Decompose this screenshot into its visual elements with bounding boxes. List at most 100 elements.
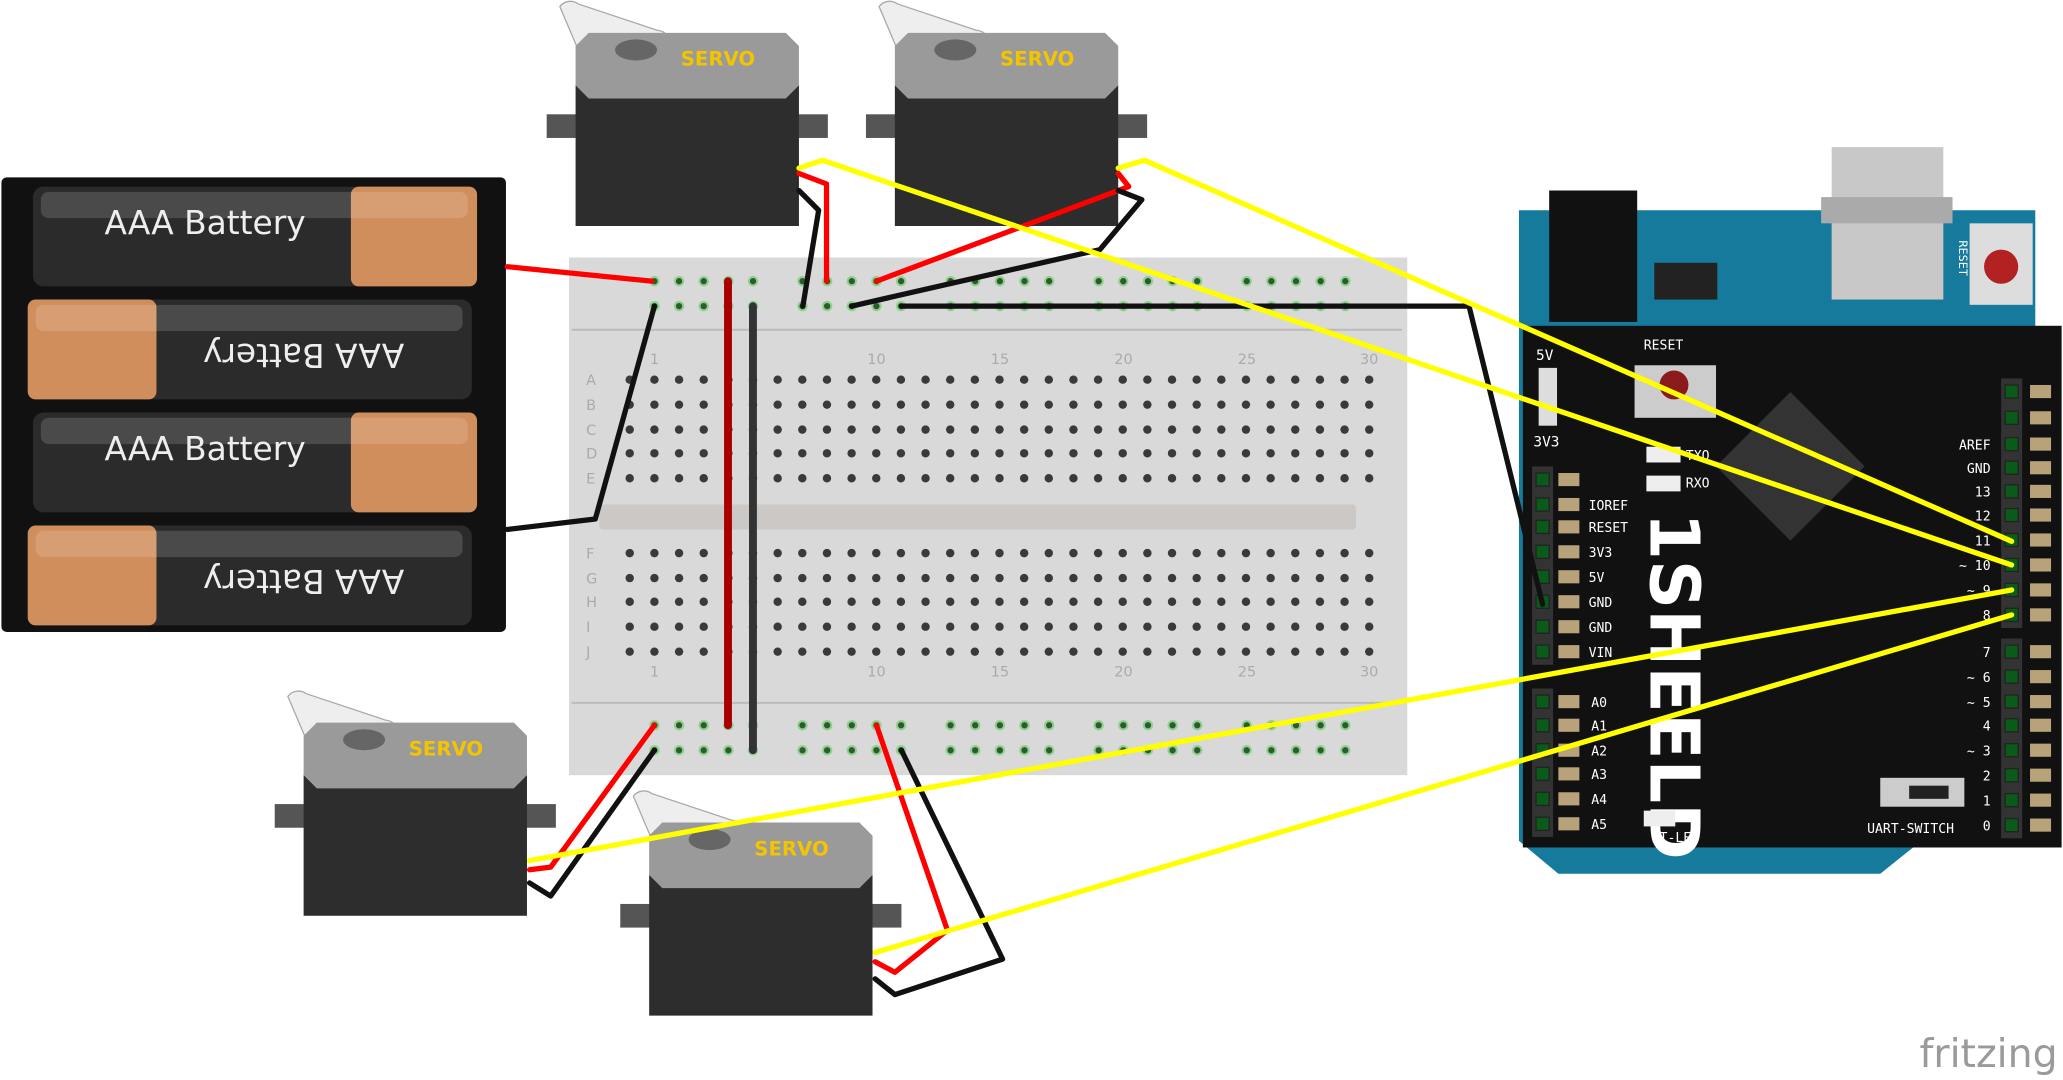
- breadboard-hole[interactable]: [650, 449, 659, 458]
- breadboard-hole[interactable]: [822, 548, 832, 558]
- header-pin[interactable]: [1535, 694, 1550, 709]
- header-pin[interactable]: [2004, 410, 2019, 426]
- header-pin[interactable]: [2004, 817, 2019, 833]
- breadboard-hole[interactable]: [1093, 449, 1103, 458]
- breadboard-hole[interactable]: [674, 548, 684, 558]
- breadboard-hole[interactable]: [773, 647, 782, 656]
- header-pin[interactable]: [1535, 766, 1550, 782]
- breadboard-hole[interactable]: [1266, 400, 1275, 409]
- breadboard-hole[interactable]: [699, 622, 708, 631]
- breadboard-hole[interactable]: [1266, 622, 1275, 631]
- header-pin[interactable]: [1535, 718, 1550, 733]
- breadboard-hole[interactable]: [945, 400, 955, 409]
- breadboard-hole[interactable]: [1340, 400, 1349, 409]
- breadboard-hole[interactable]: [970, 474, 980, 483]
- breadboard-hole[interactable]: [674, 375, 684, 384]
- breadboard-hole[interactable]: [1340, 597, 1349, 606]
- breadboard-hole[interactable]: [1093, 573, 1103, 583]
- breadboard-hole[interactable]: [896, 474, 906, 483]
- header-pin[interactable]: [2004, 460, 2019, 475]
- breadboard-hole[interactable]: [1044, 548, 1053, 558]
- breadboard-hole[interactable]: [847, 597, 856, 606]
- breadboard-hole[interactable]: [625, 449, 634, 458]
- breadboard-hole[interactable]: [1340, 573, 1349, 583]
- breadboard-hole[interactable]: [1118, 474, 1127, 483]
- breadboard-hole[interactable]: [822, 647, 832, 656]
- breadboard-hole[interactable]: [1365, 597, 1374, 606]
- breadboard-hole[interactable]: [1241, 647, 1251, 656]
- header-pin[interactable]: [2004, 718, 2019, 733]
- breadboard-hole[interactable]: [1093, 474, 1103, 483]
- breadboard-hole[interactable]: [1291, 573, 1300, 583]
- breadboard-hole[interactable]: [945, 597, 955, 606]
- breadboard-hole[interactable]: [970, 622, 980, 631]
- breadboard-hole[interactable]: [1340, 548, 1349, 558]
- breadboard-hole[interactable]: [921, 474, 930, 483]
- wire-servo1-signal-pin10[interactable]: [796, 157, 2015, 568]
- breadboard-hole[interactable]: [1167, 474, 1177, 483]
- breadboard-hole[interactable]: [798, 573, 807, 583]
- breadboard-hole[interactable]: [798, 400, 807, 409]
- breadboard-hole[interactable]: [822, 622, 832, 631]
- header-pin[interactable]: [2004, 436, 2019, 452]
- breadboard-hole[interactable]: [921, 425, 930, 434]
- breadboard-hole[interactable]: [1118, 647, 1127, 656]
- breadboard-hole[interactable]: [896, 622, 906, 631]
- breadboard-hole[interactable]: [921, 573, 930, 583]
- breadboard-hole[interactable]: [1315, 548, 1325, 558]
- breadboard-hole[interactable]: [1143, 375, 1152, 384]
- breadboard-hole[interactable]: [1266, 375, 1275, 384]
- header-pin[interactable]: [2004, 767, 2019, 783]
- breadboard-hole[interactable]: [1143, 622, 1152, 631]
- breadboard-hole[interactable]: [970, 400, 980, 409]
- breadboard-hole[interactable]: [625, 597, 634, 606]
- breadboard-hole[interactable]: [1291, 425, 1300, 434]
- breadboard-hole[interactable]: [921, 400, 930, 409]
- breadboard-hole[interactable]: [1044, 449, 1053, 458]
- breadboard-hole[interactable]: [1069, 548, 1078, 558]
- breadboard-hole[interactable]: [1365, 449, 1374, 458]
- breadboard-hole[interactable]: [1291, 647, 1300, 656]
- breadboard-hole[interactable]: [995, 425, 1004, 434]
- breadboard-hole[interactable]: [1118, 622, 1127, 631]
- wire-servo2-ground[interactable]: [848, 187, 1145, 309]
- breadboard-hole[interactable]: [1069, 647, 1078, 656]
- breadboard-hole[interactable]: [1044, 573, 1053, 583]
- breadboard-hole[interactable]: [1266, 425, 1275, 434]
- breadboard-hole[interactable]: [650, 400, 659, 409]
- breadboard-hole[interactable]: [1241, 573, 1251, 583]
- breadboard-hole[interactable]: [1266, 449, 1275, 458]
- breadboard-hole[interactable]: [872, 425, 881, 434]
- breadboard-hole[interactable]: [872, 400, 881, 409]
- breadboard-hole[interactable]: [773, 375, 782, 384]
- breadboard-hole[interactable]: [699, 548, 708, 558]
- breadboard-hole[interactable]: [1291, 548, 1300, 558]
- breadboard-hole[interactable]: [1291, 474, 1300, 483]
- breadboard-hole[interactable]: [921, 647, 930, 656]
- breadboard-hole[interactable]: [650, 573, 659, 583]
- breadboard-hole[interactable]: [674, 573, 684, 583]
- breadboard-hole[interactable]: [650, 622, 659, 631]
- breadboard-hole[interactable]: [798, 548, 807, 558]
- breadboard-hole[interactable]: [625, 425, 634, 434]
- breadboard-hole[interactable]: [1069, 425, 1078, 434]
- breadboard-hole[interactable]: [872, 597, 881, 606]
- breadboard-hole[interactable]: [1019, 597, 1029, 606]
- breadboard-hole[interactable]: [945, 425, 955, 434]
- breadboard-hole[interactable]: [674, 597, 684, 606]
- breadboard-hole[interactable]: [1291, 597, 1300, 606]
- breadboard-hole[interactable]: [945, 474, 955, 483]
- breadboard-hole[interactable]: [921, 597, 930, 606]
- breadboard-hole[interactable]: [674, 400, 684, 409]
- header-pin[interactable]: [2004, 792, 2019, 808]
- breadboard-hole[interactable]: [822, 474, 832, 483]
- breadboard-hole[interactable]: [1019, 449, 1029, 458]
- header-pin[interactable]: [2004, 484, 2019, 499]
- breadboard-hole[interactable]: [872, 573, 881, 583]
- breadboard-hole[interactable]: [798, 449, 807, 458]
- header-pin[interactable]: [1535, 644, 1550, 659]
- breadboard-hole[interactable]: [945, 548, 955, 558]
- breadboard-hole[interactable]: [970, 597, 980, 606]
- breadboard-hole[interactable]: [1217, 647, 1226, 656]
- breadboard-hole[interactable]: [1241, 597, 1251, 606]
